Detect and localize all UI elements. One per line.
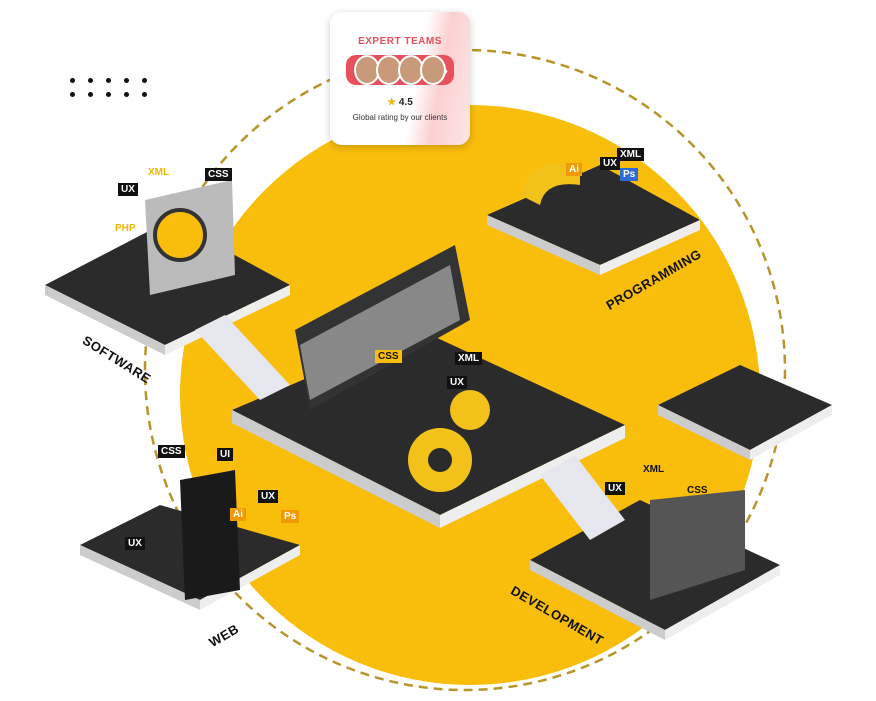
screen-central [300, 265, 460, 400]
css-tag: CSS [375, 350, 402, 363]
avatar [420, 55, 446, 85]
ux-tag: UX [118, 183, 138, 196]
css-tag: CSS [687, 485, 708, 496]
ux-tag: UX [600, 157, 620, 170]
css-tag: CSS [158, 445, 185, 458]
xml-tag: XML [455, 352, 483, 365]
xml-tag: XML [643, 464, 665, 475]
magnifier-icon [153, 208, 207, 262]
laptop-screen [650, 490, 745, 600]
avatar [398, 55, 424, 85]
ui-tag: UI [217, 448, 233, 461]
star-icon: ★ [387, 97, 397, 108]
avatar-group[interactable]: › [346, 55, 454, 85]
magnet-icon [520, 163, 580, 205]
platform-programming [487, 165, 700, 275]
ps-tag: Ps [620, 168, 639, 181]
ux-tag: UX [258, 490, 278, 503]
decorative-dots [70, 78, 151, 97]
ps-tag: Ps [281, 510, 300, 523]
php-tag: PHP [115, 223, 136, 234]
ai-tag: Ai [566, 163, 582, 176]
rating-value: 4.5 [398, 97, 413, 108]
css-tag: CSS [205, 168, 232, 181]
chevron-right-icon[interactable]: › [443, 62, 448, 78]
ux-tag: UX [447, 376, 467, 389]
rating-caption: Global rating by our clients [352, 113, 448, 122]
xml-tag: XML [617, 148, 645, 161]
card-title: EXPERT TEAMS [358, 36, 442, 47]
stairs-left [195, 315, 290, 400]
ai-tag: Ai [230, 508, 246, 521]
xml-tag: XML [148, 167, 170, 178]
phone-screen [180, 470, 240, 600]
platform-right [658, 365, 832, 460]
ux-tag: UX [125, 537, 145, 550]
gear-small-icon [450, 390, 490, 430]
expert-teams-card: EXPERT TEAMS › ★ 4.5 Global rating by ou… [330, 12, 470, 145]
ux-tag: UX [605, 482, 625, 495]
stairs-right [540, 455, 625, 540]
